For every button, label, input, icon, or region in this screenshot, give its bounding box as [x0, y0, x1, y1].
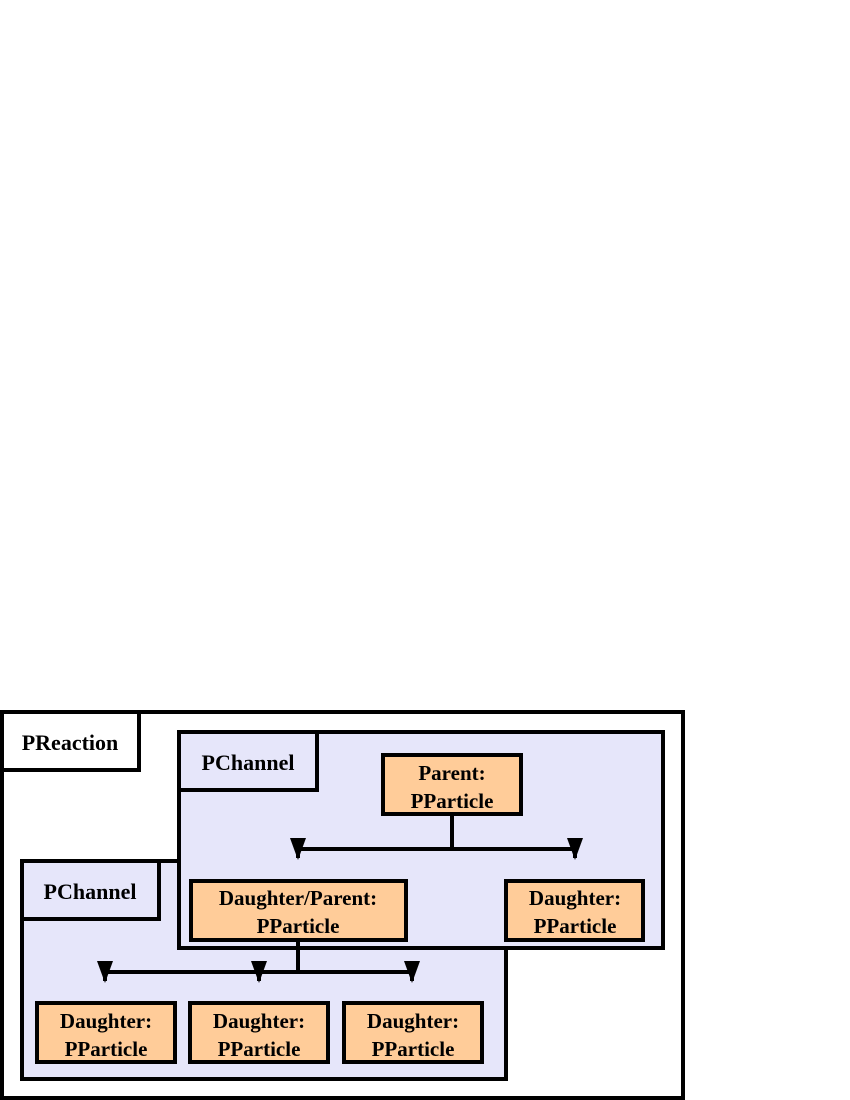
daughter-parent-particle-box: Daughter/Parent: PParticle	[189, 879, 408, 942]
upper-daughter-particle-rect	[504, 879, 645, 942]
upper-connectors	[290, 814, 583, 860]
lower-daughter-particle-2-line1: Daughter:	[213, 1009, 305, 1033]
daughter-parent-particle-line2: PParticle	[257, 914, 340, 938]
preaction-label-box	[0, 710, 141, 772]
parent-particle-box: Parent: PParticle	[381, 753, 523, 816]
lower-daughter-particle-2-line2: PParticle	[218, 1037, 301, 1061]
lower-daughter-particle-3-line1: Daughter:	[367, 1009, 459, 1033]
parent-particle-rect	[381, 753, 523, 816]
lower-daughter-particle-rect-3	[342, 1001, 484, 1064]
upper-daughter-particle-box: Daughter: PParticle	[504, 879, 645, 942]
lower-daughter-particle-box-1: Daughter: PParticle	[35, 1001, 177, 1064]
upper-daughter-particle-line2: PParticle	[534, 914, 617, 938]
lower-daughter-particle-1-line2: PParticle	[65, 1037, 148, 1061]
lower-channel-label: PChannel	[44, 879, 137, 904]
lower-daughter-particle-1-line1: Daughter:	[60, 1009, 152, 1033]
upper-channel-label-box	[177, 730, 319, 792]
parent-particle-line2: PParticle	[411, 789, 494, 813]
lower-connectors	[97, 940, 420, 983]
lower-daughter-particle-box-3: Daughter: PParticle	[342, 1001, 484, 1064]
daughter-parent-particle-rect	[189, 879, 408, 942]
lower-daughter-particle-rect-1	[35, 1001, 177, 1064]
daughter-parent-particle-line1: Daughter/Parent:	[219, 886, 377, 910]
lower-channel-label-group: PChannel	[20, 859, 161, 921]
upper-channel-label: PChannel	[202, 750, 295, 775]
lower-daughter-particle-3-line2: PParticle	[372, 1037, 455, 1061]
upper-daughter-particle-line1: Daughter:	[529, 886, 621, 910]
preaction-label: PReaction	[22, 730, 119, 755]
parent-particle-line1: Parent:	[418, 761, 485, 785]
lower-daughter-particle-rect-2	[188, 1001, 330, 1064]
lower-daughter-particle-box-2: Daughter: PParticle	[188, 1001, 330, 1064]
lower-channel-label-box	[20, 859, 161, 921]
